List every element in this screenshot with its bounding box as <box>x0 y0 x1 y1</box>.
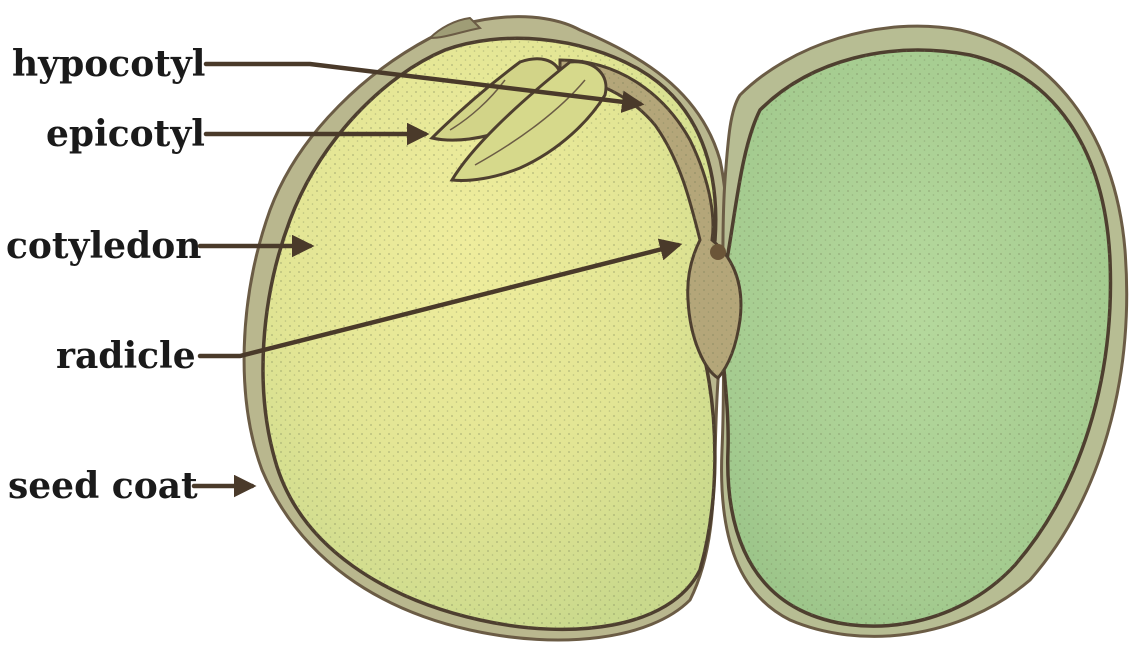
label-epicotyl: epicotyl <box>46 113 205 155</box>
label-hypocotyl: hypocotyl <box>12 43 205 85</box>
label-cotyledon: cotyledon <box>6 225 201 267</box>
radicle-tip <box>710 244 726 260</box>
label-radicle: radicle <box>56 335 196 377</box>
label-seed-coat: seed coat <box>8 465 198 507</box>
